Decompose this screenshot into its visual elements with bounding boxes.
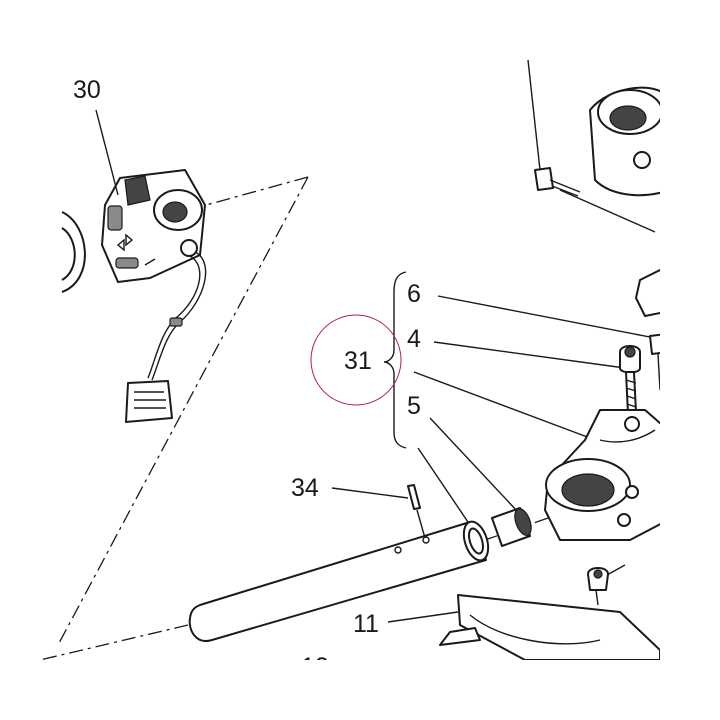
callout-34: 34 xyxy=(291,474,319,502)
nut-right-edge xyxy=(635,269,660,317)
bolt-part-4 xyxy=(619,345,641,415)
small-bolt-lower xyxy=(587,567,609,606)
switch-housing-part-30 xyxy=(101,169,207,423)
part-31-bracket-group xyxy=(383,271,407,449)
callout-5: 5 xyxy=(407,392,421,420)
long-bolt-top xyxy=(527,59,656,233)
left-edge-partial-part xyxy=(61,211,86,293)
svg-text:12: 12 xyxy=(301,653,329,681)
callout-4: 4 xyxy=(407,325,421,353)
callout-6: 6 xyxy=(407,280,421,308)
spacer-part-5 xyxy=(491,507,532,547)
callout-11: 11 xyxy=(353,610,379,638)
callout-31: 31 xyxy=(344,347,372,375)
leader-lines xyxy=(331,295,656,623)
upper-clamp-part xyxy=(589,86,660,197)
callout-30: 30 xyxy=(73,76,101,104)
callout-12-partial: 12 xyxy=(301,653,329,681)
handlebar-tube xyxy=(188,520,490,642)
leader-30 xyxy=(95,109,119,196)
bolt-part-6 xyxy=(649,333,660,391)
lower-clamp-part xyxy=(544,409,660,541)
bracket-part-11 xyxy=(439,594,660,660)
pin-part-34 xyxy=(407,484,426,539)
highlight-circle-31 xyxy=(310,314,402,406)
